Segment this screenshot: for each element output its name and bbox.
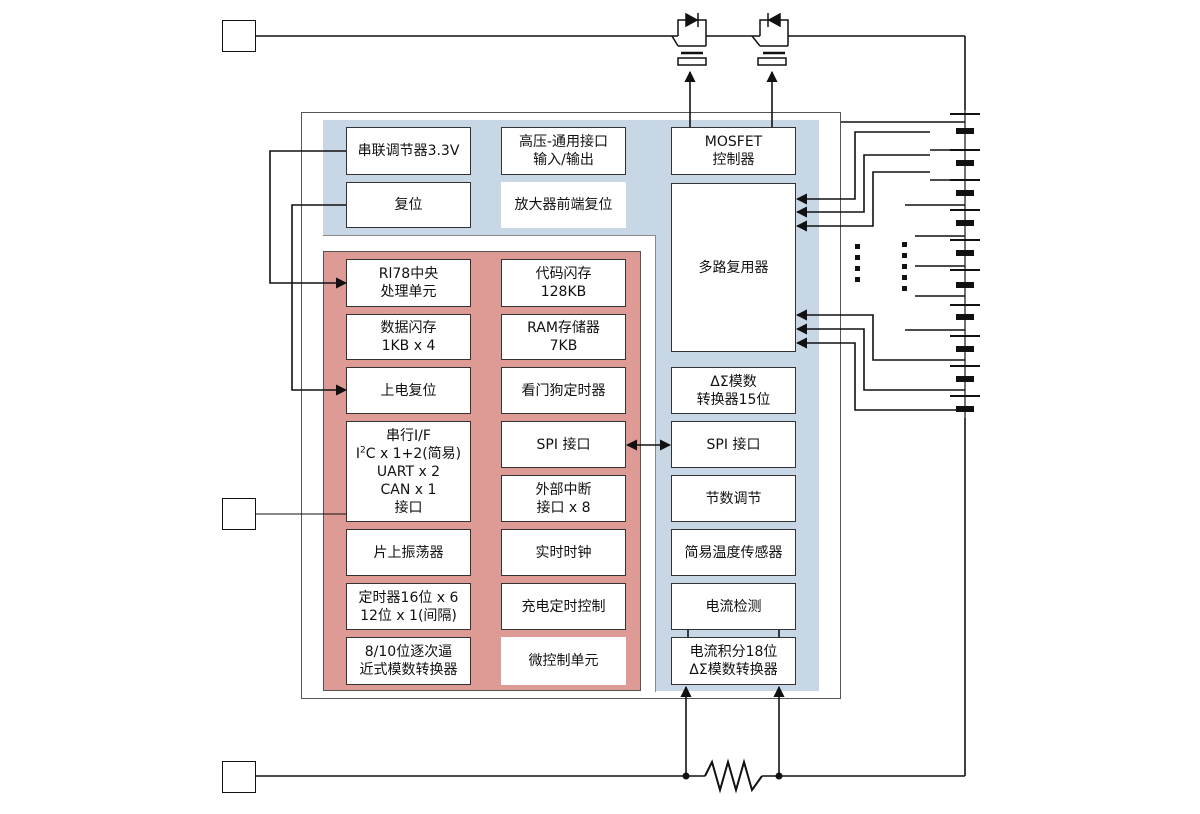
charge-timer-control-block: 充电定时控制 — [501, 583, 626, 630]
mcu-unit-label-block: 微控制单元 — [501, 637, 626, 685]
realtime-clock-label: 实时时钟 — [535, 544, 592, 561]
spi-interface-left-label: SPI 接口 — [536, 436, 591, 453]
mux-input-2 — [795, 154, 930, 218]
multiplexer-block: 多路复用器 — [671, 183, 796, 352]
series-regulator-label: 串联调节器3.3V — [357, 143, 460, 159]
serial-if-i2c-suffix: C x 1+2(简易) — [365, 445, 462, 462]
serial-if-i2c-superscript: 2 — [359, 444, 366, 455]
mux-input-1 — [795, 131, 930, 205]
cpu-block: Rl78中央 处理单元 — [346, 259, 471, 307]
mux-input-6 — [795, 337, 965, 411]
terminal-middle-left — [222, 498, 256, 530]
spi-interface-right-label: SPI 接口 — [706, 436, 761, 453]
data-flash-label: 数据闪存 1KB x 4 — [380, 320, 437, 354]
afe-divider-line-vertical — [655, 235, 656, 692]
mux-input-5 — [795, 323, 930, 391]
battery-cell-icon — [950, 113, 980, 412]
coulomb-counter-adc-label: 电流积分18位 ΔΣ模数转换器 — [689, 644, 778, 678]
spi-interface-right-block: SPI 接口 — [671, 421, 796, 468]
serial-interface-block: 串行I/F I2C x 1+2(简易) UART x 2 CAN x 1 接口 — [346, 421, 471, 522]
terminal-bottom-left — [222, 761, 256, 793]
reset-label: 复位 — [394, 197, 423, 213]
ram-label: RAM存储器 7KB — [527, 320, 600, 354]
data-flash-block: 数据闪存 1KB x 4 — [346, 314, 471, 360]
junction-dot-left — [682, 772, 690, 780]
resistor-icon — [704, 758, 763, 794]
delta-sigma-adc-15bit-label: ΔΣ模数 转换器15位 — [696, 373, 771, 408]
onchip-oscillator-label: 片上振荡器 — [373, 544, 444, 561]
reset-to-por-arrow — [291, 204, 348, 396]
serial-if-i2c-prefix: I — [355, 445, 360, 462]
sar-adc-label: 8/10位逐次逼 近式模数转换器 — [359, 644, 458, 678]
coulomb-counter-adc-block: 电流积分18位 ΔΣ模数转换器 — [671, 637, 796, 685]
temperature-sensor-label: 简易温度传感器 — [684, 544, 783, 561]
serial-if-line1: 串行I/F — [386, 427, 431, 444]
timer-block: 定时器16位 x 6 12位 x 1(间隔) — [346, 583, 471, 630]
hv-gpio-block: 高压-通用接口 输入/输出 — [501, 127, 626, 175]
external-interrupt-label: 外部中断 接口 x 8 — [535, 481, 592, 516]
junction-dot-right — [775, 772, 783, 780]
code-flash-label: 代码闪存 128KB — [535, 266, 592, 300]
regulator-to-cpu-arrow — [269, 150, 348, 289]
serial-if-line5: 接口 — [394, 499, 423, 516]
amplifier-frontend-reset-label: 放大器前端复位 — [514, 197, 613, 213]
reset-block: 复位 — [346, 182, 471, 228]
mosfet-controller-label: MOSFET 控制器 — [704, 134, 763, 168]
amplifier-frontend-reset-block: 放大器前端复位 — [501, 182, 626, 228]
code-flash-block: 代码闪存 128KB — [501, 259, 626, 307]
external-interrupt-block: 外部中断 接口 x 8 — [501, 475, 626, 522]
onchip-oscillator-block: 片上振荡器 — [346, 529, 471, 576]
realtime-clock-block: 实时时钟 — [501, 529, 626, 576]
watchdog-timer-label: 看门狗定时器 — [521, 382, 606, 399]
ram-block: RAM存储器 7KB — [501, 314, 626, 360]
spi-interface-left-block: SPI 接口 — [501, 421, 626, 468]
mosfet-controller-block: MOSFET 控制器 — [671, 127, 796, 175]
cell-balancing-block: 节数调节 — [671, 475, 796, 522]
mux-input-3 — [795, 171, 930, 232]
power-on-reset-label: 上电复位 — [380, 382, 437, 399]
charge-timer-control-label: 充电定时控制 — [521, 598, 606, 615]
series-regulator-block: 串联调节器3.3V — [346, 127, 471, 175]
temperature-sensor-block: 简易温度传感器 — [671, 529, 796, 576]
current-detection-label: 电流检测 — [705, 598, 762, 615]
multiplexer-label: 多路复用器 — [698, 259, 769, 276]
terminal-top-left — [222, 20, 256, 52]
serial-interface-label: 串行I/F I2C x 1+2(简易) UART x 2 CAN x 1 接口 — [356, 427, 461, 517]
serial-if-uart: UART x 2 — [376, 463, 441, 480]
delta-sigma-adc-15bit-block: ΔΣ模数 转换器15位 — [671, 367, 796, 414]
power-on-reset-block: 上电复位 — [346, 367, 471, 414]
mux-input-4 — [795, 309, 930, 361]
watchdog-timer-block: 看门狗定时器 — [501, 367, 626, 414]
ellipsis-dots-icon — [855, 242, 907, 291]
current-detection-block: 电流检测 — [671, 583, 796, 630]
afe-divider-line — [323, 235, 656, 236]
mosfet-icon — [671, 12, 789, 66]
cell-balancing-label: 节数调节 — [705, 490, 762, 507]
cpu-label: Rl78中央 处理单元 — [378, 266, 439, 300]
mcu-unit-label: 微控制单元 — [528, 653, 599, 669]
hv-gpio-label: 高压-通用接口 输入/输出 — [518, 134, 609, 168]
sar-adc-block: 8/10位逐次逼 近式模数转换器 — [346, 637, 471, 685]
serial-if-can: CAN x 1 — [380, 481, 437, 498]
timer-label: 定时器16位 x 6 12位 x 1(间隔) — [358, 589, 459, 624]
